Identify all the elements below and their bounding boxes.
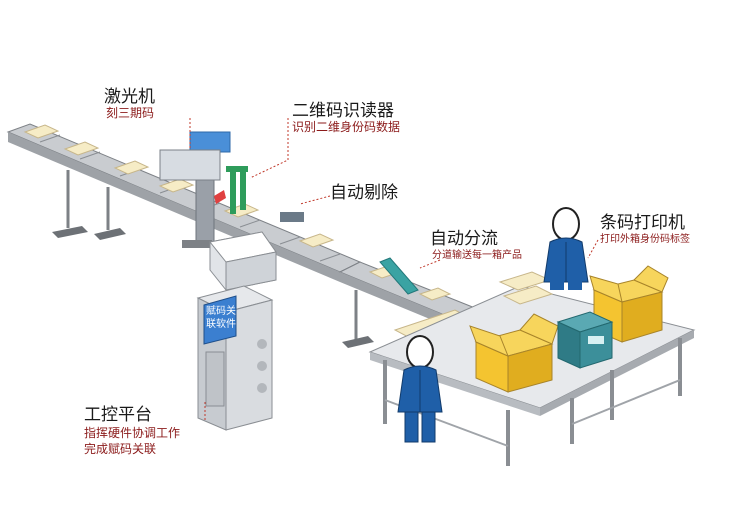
worker-front bbox=[397, 335, 443, 443]
terminal-screen-line1: 赋码关 bbox=[206, 306, 236, 317]
worker-back bbox=[543, 207, 589, 290]
laser-machine bbox=[159, 131, 231, 248]
terminal-screen bbox=[203, 295, 237, 345]
printer-title: 条码打印机 bbox=[600, 213, 685, 233]
reader-title: 二维码识读器 bbox=[292, 101, 394, 121]
terminal-screen-line2: 联软件 bbox=[206, 319, 236, 330]
ipc-terminal bbox=[196, 285, 274, 431]
leader-lines bbox=[189, 118, 599, 420]
reject-bin bbox=[209, 231, 277, 291]
table-packages bbox=[498, 271, 554, 305]
divert-subtitle: 分道输送每一箱产品 bbox=[432, 250, 522, 261]
reject-title: 自动剔除 bbox=[330, 183, 398, 203]
printer-subtitle: 打印外箱身份码标签 bbox=[600, 234, 690, 245]
laser-subtitle: 刻三期码 bbox=[106, 106, 155, 120]
divert-arm bbox=[379, 257, 419, 295]
yellow-box-front bbox=[469, 313, 559, 393]
barcode-printer bbox=[556, 311, 614, 369]
reject-actuator bbox=[280, 212, 304, 222]
main-conveyor bbox=[6, 123, 362, 282]
divert-title: 自动分流 bbox=[430, 229, 498, 249]
ipc-subtitle-line2: 完成赋码关联 bbox=[84, 442, 157, 456]
ipc-title: 工控平台 bbox=[84, 405, 152, 425]
qr-reader bbox=[226, 166, 248, 214]
laser-title: 激光机 bbox=[104, 87, 155, 107]
conveyor-packages bbox=[23, 124, 335, 248]
ipc-subtitle-line1: 指挥硬件协调工作 bbox=[84, 426, 181, 440]
yellow-box-right bbox=[589, 265, 669, 343]
reader-subtitle: 识别二维身份码数据 bbox=[292, 120, 401, 134]
